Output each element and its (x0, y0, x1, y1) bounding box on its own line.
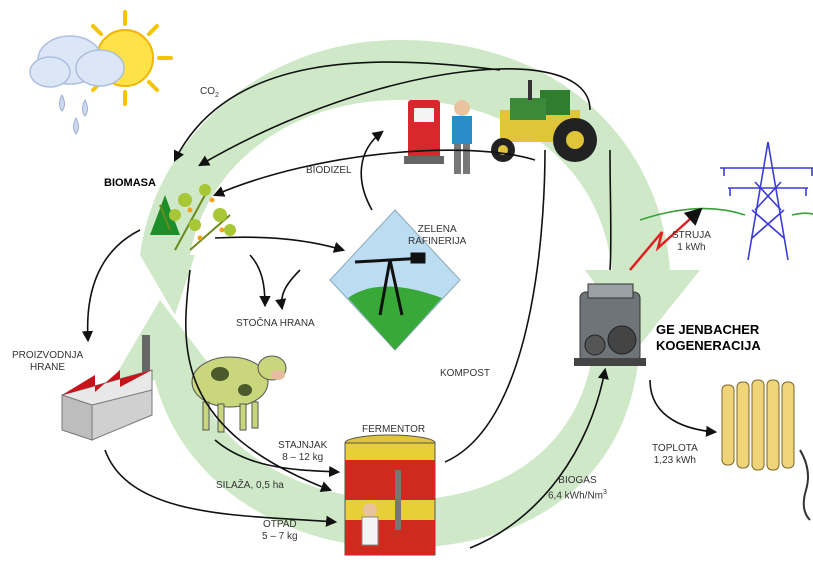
electric-arrow (629, 207, 703, 271)
toplota-line: TOPLOTA (652, 443, 698, 454)
rafinerija-line: RAFINERIJA (408, 236, 467, 247)
proizvodnja-hrane-label: PROIZVODNJA HRANE (12, 350, 83, 374)
factory-icon (61, 335, 153, 441)
struja-amount: 1 kWh (677, 242, 706, 253)
cow-icon (191, 355, 287, 433)
stajnjak-amount: 8 – 12 kg (282, 452, 324, 463)
oil-pump-refinery-icon (329, 209, 461, 351)
kompost-label: KOMPOST (440, 368, 491, 379)
tractor-icon (491, 80, 597, 162)
biogas-line: BIOGAS (558, 475, 597, 486)
co2-label: CO2 (200, 86, 219, 99)
radiator-icon (721, 379, 811, 521)
toplota-amount: 1,23 kWh (653, 455, 696, 466)
struja-line: STRUJA (672, 230, 711, 241)
biogas-amount: 6,4 kWh/Nm3 (548, 489, 607, 502)
otpad-line: OTPAD (262, 519, 297, 530)
fermentor-label: FERMENTOR (362, 424, 426, 435)
engine-icon (574, 283, 646, 366)
stajnjak-line: STAJNJAK (278, 440, 328, 451)
silaza-label: SILAŽA, 0,5 ha (216, 480, 284, 491)
ge-jenbacher-label: GE JENBACHER KOGENERACIJA (656, 322, 761, 354)
otpad-label: OTPAD 5 – 7 kg (262, 519, 298, 543)
struja-label: STRUJA 1 kWh (672, 230, 711, 254)
biomasa-label: BIOMASA (104, 177, 156, 189)
toplota-label: TOPLOTA 1,23 kWh (652, 443, 698, 467)
stajnjak-label: STAJNJAK 8 – 12 kg (278, 440, 327, 464)
zelena-line: ZELENA (417, 224, 457, 235)
otpad-amount: 5 – 7 kg (262, 531, 298, 542)
stocna-hrana-label: STOČNA HRANA (236, 318, 315, 329)
hrane-line: HRANE (30, 362, 66, 373)
ge-jenbacher-line: GE JENBACHER (656, 322, 760, 337)
biomass-plant-icon (150, 184, 236, 251)
biogas-label: BIOGAS 6,4 kWh/Nm3 (548, 475, 607, 502)
flow-arrows (81, 61, 718, 549)
fuel-pump-farmer-icon (404, 100, 472, 174)
zelena-rafinerija-label: ZELENA RAFINERIJA (408, 224, 466, 248)
fermentor-tank-icon (344, 434, 436, 556)
sun-cloud-rain-icon (29, 10, 173, 135)
power-tower-icon (639, 141, 813, 261)
kogeneracija-line: KOGENERACIJA (656, 338, 761, 353)
biodizel-label: BIODIZEL (306, 165, 352, 176)
proizvodnja-line: PROIZVODNJA (12, 350, 84, 361)
